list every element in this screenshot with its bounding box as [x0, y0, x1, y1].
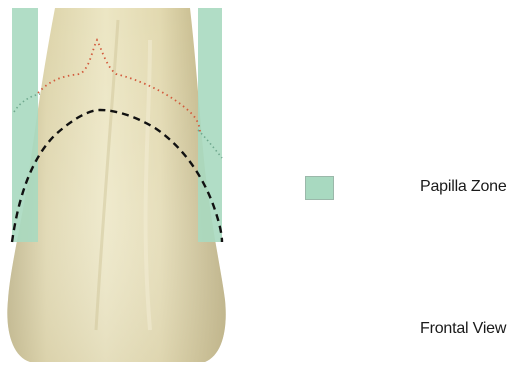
tooth-diagram: [0, 0, 300, 367]
view-label: Frontal View: [420, 320, 506, 338]
papilla-zone-left: [12, 8, 38, 242]
papilla-zone-swatch: [305, 176, 334, 200]
papilla-zone-right: [198, 8, 222, 242]
papilla-zone-label: Papilla Zone: [420, 178, 507, 196]
